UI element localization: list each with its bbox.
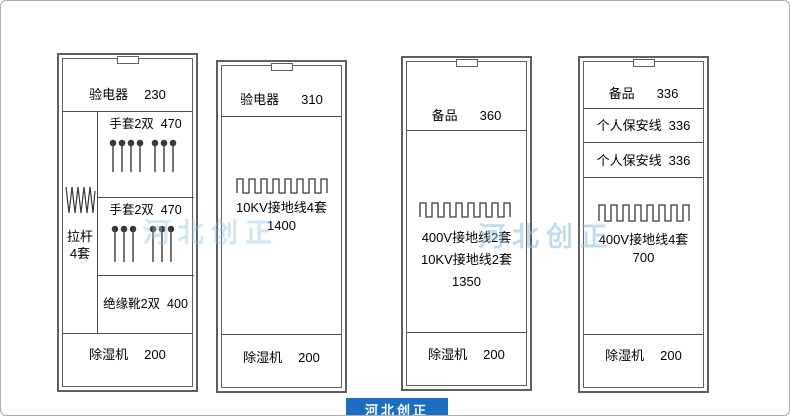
label: 验电器 bbox=[240, 92, 280, 107]
label: 验电器 bbox=[89, 87, 129, 102]
cabinet-2-top-row: 验电器 310 bbox=[222, 92, 341, 107]
cabinet-2: 验电器 310 10KV接地线4套 1400 除湿机 200 bbox=[216, 60, 347, 393]
cabinet-1: 验电器 230 手套2双 470 bbox=[57, 53, 198, 392]
value: 200 bbox=[298, 350, 320, 365]
left-column-label: 拉杆 bbox=[66, 229, 93, 244]
divider-line bbox=[222, 334, 341, 335]
cabinet-3-bottom-row: 除湿机 200 bbox=[407, 347, 526, 362]
divider-line bbox=[97, 111, 98, 333]
spring-icon bbox=[65, 185, 96, 215]
value: 200 bbox=[483, 347, 505, 362]
divider-line bbox=[407, 130, 526, 131]
left-column-label: 4套 bbox=[69, 246, 91, 261]
label: 手套2双 bbox=[109, 203, 154, 217]
value: 360 bbox=[479, 108, 502, 123]
glove-pegs-icon bbox=[105, 139, 185, 175]
value: 310 bbox=[301, 92, 323, 107]
label: 备品 bbox=[608, 86, 635, 101]
divider-line bbox=[584, 177, 703, 178]
glove-pegs-icon bbox=[105, 225, 185, 265]
mid-label: 10KV接地线2套 bbox=[420, 252, 513, 267]
label: 手套2双 bbox=[109, 117, 154, 131]
watermark-badge: 河北创正 bbox=[346, 398, 448, 415]
cabinet-4-row-3: 个人保安线 336 bbox=[584, 153, 703, 168]
mid-value: 1350 bbox=[452, 274, 481, 289]
divider-line bbox=[584, 142, 703, 143]
label: 除湿机 bbox=[243, 350, 283, 365]
cabinet-3: 备品 360 400V接地线2套 10KV接地线2套 1350 除湿机 200 bbox=[401, 56, 532, 391]
value: 470 bbox=[160, 117, 182, 131]
divider-line bbox=[222, 116, 341, 117]
cabinet-3-top-row: 备品 360 bbox=[407, 108, 526, 123]
value: 336 bbox=[656, 86, 679, 101]
divider-line bbox=[584, 334, 703, 335]
cabinet-1-row-gloves-2: 手套2双 470 bbox=[97, 203, 194, 218]
cabinet-2-inner-frame: 验电器 310 10KV接地线4套 1400 除湿机 200 bbox=[221, 65, 342, 388]
divider-line bbox=[584, 108, 703, 109]
mid-label: 400V接地线4套 bbox=[598, 232, 689, 247]
divider-line bbox=[97, 275, 194, 276]
cabinet-4: 备品 336 个人保安线 336 个人保安线 336 400V接地线4套 700 bbox=[578, 56, 709, 393]
ground-wire-icon bbox=[597, 200, 692, 222]
ground-wire-icon bbox=[418, 198, 513, 218]
value: 230 bbox=[144, 87, 166, 102]
cabinet-1-row-boots: 绝缘靴2双 400 bbox=[97, 297, 194, 312]
mid-value: 1400 bbox=[267, 218, 296, 233]
divider-line bbox=[407, 332, 526, 333]
cabinet-1-handle-notch bbox=[116, 56, 139, 64]
cabinet-4-top-row: 备品 336 bbox=[584, 86, 703, 101]
cabinet-3-inner-frame: 备品 360 400V接地线2套 10KV接地线2套 1350 除湿机 200 bbox=[406, 61, 527, 386]
value: 200 bbox=[660, 348, 682, 363]
ground-wire-icon bbox=[235, 174, 330, 194]
divider-line bbox=[63, 333, 192, 334]
cabinet-3-handle-notch bbox=[455, 59, 478, 67]
cabinet-1-bottom-row: 除湿机 200 bbox=[63, 347, 192, 362]
cabinet-4-row-2: 个人保安线 336 bbox=[584, 118, 703, 133]
label: 备品 bbox=[431, 108, 458, 123]
label: 除湿机 bbox=[89, 347, 129, 362]
label: 除湿机 bbox=[605, 348, 645, 363]
value: 400 bbox=[167, 297, 188, 311]
divider-line bbox=[97, 197, 194, 198]
cabinet-1-inner-frame: 验电器 230 手套2双 470 bbox=[62, 58, 194, 387]
label: 除湿机 bbox=[428, 347, 468, 362]
cabinet-4-bottom-row: 除湿机 200 bbox=[584, 348, 703, 363]
cabinet-1-row-gloves-1: 手套2双 470 bbox=[97, 117, 194, 132]
label: 绝缘靴2双 bbox=[103, 297, 161, 311]
label: 个人保安线 bbox=[596, 153, 662, 168]
mid-label: 10KV接地线4套 bbox=[235, 200, 328, 215]
value: 336 bbox=[668, 118, 691, 133]
cabinet-4-inner-frame: 备品 336 个人保安线 336 个人保安线 336 400V接地线4套 700 bbox=[583, 61, 704, 388]
cabinet-4-handle-notch bbox=[632, 59, 655, 67]
cabinet-1-top-row: 验电器 230 bbox=[63, 87, 192, 102]
cabinet-2-handle-notch bbox=[270, 63, 293, 71]
cabinet-2-bottom-row: 除湿机 200 bbox=[222, 350, 341, 365]
mid-value: 700 bbox=[632, 250, 655, 265]
mid-label: 400V接地线2套 bbox=[421, 230, 512, 245]
label: 个人保安线 bbox=[596, 118, 662, 133]
value: 200 bbox=[144, 347, 166, 362]
divider-line bbox=[63, 111, 192, 112]
value: 336 bbox=[668, 153, 691, 168]
value: 470 bbox=[160, 203, 182, 217]
